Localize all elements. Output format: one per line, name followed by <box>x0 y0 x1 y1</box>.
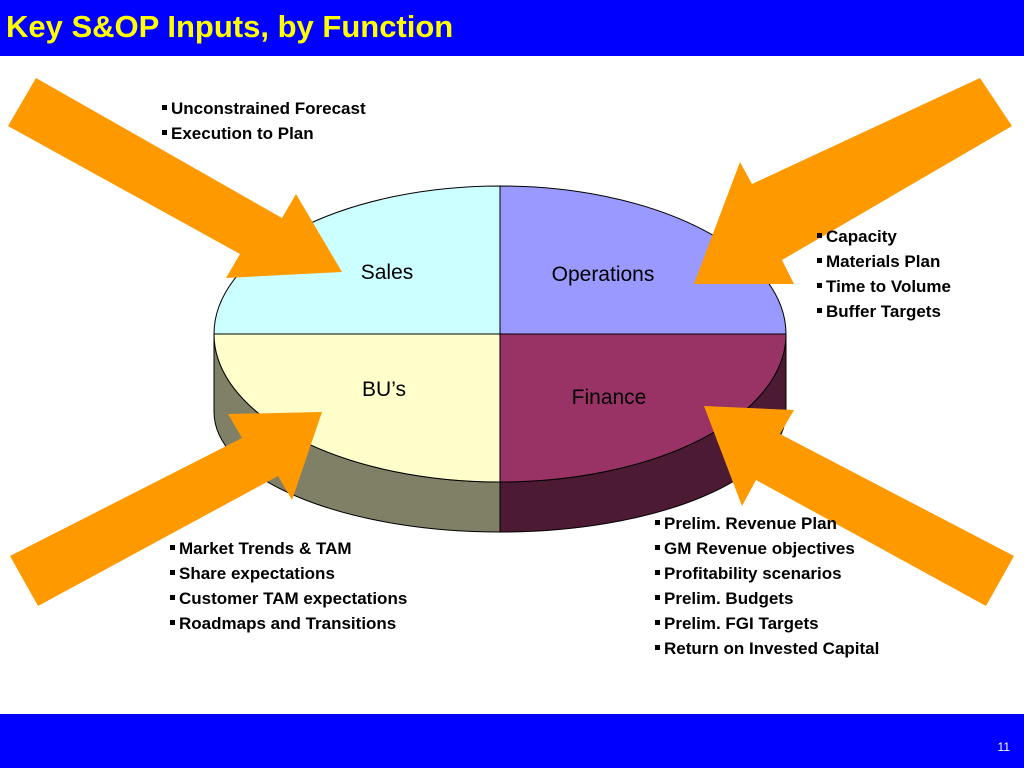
sales-inputs-list: Unconstrained Forecast Execution to Plan <box>162 96 366 146</box>
list-item: Prelim. Budgets <box>655 586 879 611</box>
bus-inputs-list: Market Trends & TAM Share expectations C… <box>170 536 407 636</box>
bullet-text: Prelim. Budgets <box>664 589 794 608</box>
bullet-icon <box>170 570 175 576</box>
list-item: Return on Invested Capital <box>655 636 879 661</box>
bullet-text: Buffer Targets <box>826 302 941 321</box>
bullet-text: Materials Plan <box>826 252 941 271</box>
list-item: Time to Volume <box>817 274 951 299</box>
bullet-icon <box>655 620 660 626</box>
list-item: Prelim. Revenue Plan <box>655 511 879 536</box>
list-item: Customer TAM expectations <box>170 586 407 611</box>
list-item: Market Trends & TAM <box>170 536 407 561</box>
sales-input-arrow <box>8 78 342 278</box>
bullet-icon <box>817 283 822 289</box>
bullet-text: Customer TAM expectations <box>179 589 408 608</box>
bullet-icon <box>817 308 822 314</box>
bullet-icon <box>655 645 660 651</box>
bullet-text: Roadmaps and Transitions <box>179 614 397 633</box>
title-bar: Key S&OP Inputs, by Function <box>0 0 1024 56</box>
bullet-icon <box>170 595 175 601</box>
bullet-icon <box>655 545 660 551</box>
bullet-text: Share expectations <box>179 564 335 583</box>
operations-input-arrow <box>694 78 1012 284</box>
bullet-icon <box>162 105 167 111</box>
slide-title: Key S&OP Inputs, by Function <box>6 9 454 44</box>
bullet-icon <box>162 130 167 136</box>
operations-quadrant <box>499 185 787 335</box>
list-item: Buffer Targets <box>817 299 951 324</box>
bus-label: BU’s <box>362 378 406 401</box>
finance-input-arrow <box>704 406 1014 606</box>
bullet-text: Execution to Plan <box>171 124 314 143</box>
list-item: Profitability scenarios <box>655 561 879 586</box>
bullet-icon <box>817 258 822 264</box>
list-item: Prelim. FGI Targets <box>655 611 879 636</box>
finance-inputs-list: Prelim. Revenue Plan GM Revenue objectiv… <box>655 511 879 661</box>
bullet-icon <box>655 520 660 526</box>
list-item: Execution to Plan <box>162 121 366 146</box>
bullet-icon <box>655 570 660 576</box>
bullet-text: Prelim. FGI Targets <box>664 614 819 633</box>
operations-label: Operations <box>552 263 655 286</box>
bullet-text: Time to Volume <box>826 277 952 296</box>
finance-quadrant <box>499 333 787 483</box>
list-item: Roadmaps and Transitions <box>170 611 407 636</box>
bullet-text: Prelim. Revenue Plan <box>664 514 837 533</box>
footer-bar: 11 <box>0 714 1024 768</box>
list-item: GM Revenue objectives <box>655 536 879 561</box>
bullet-icon <box>170 620 175 626</box>
bullet-text: Capacity <box>826 227 897 246</box>
bullet-text: Market Trends & TAM <box>179 539 352 558</box>
list-item: Capacity <box>817 224 951 249</box>
bullet-text: Profitability scenarios <box>664 564 842 583</box>
bullet-text: Return on Invested Capital <box>664 639 880 658</box>
sales-label: Sales <box>361 261 414 284</box>
bullet-text: GM Revenue objectives <box>664 539 855 558</box>
page-number: 11 <box>997 740 1010 754</box>
bullet-icon <box>817 233 822 239</box>
list-item: Materials Plan <box>817 249 951 274</box>
bullet-icon <box>170 545 175 551</box>
bus-input-arrow <box>10 412 322 606</box>
list-item: Share expectations <box>170 561 407 586</box>
bullet-icon <box>655 595 660 601</box>
operations-inputs-list: Capacity Materials Plan Time to Volume B… <box>817 224 951 324</box>
bullet-text: Unconstrained Forecast <box>171 99 366 118</box>
finance-label: Finance <box>572 386 647 409</box>
list-item: Unconstrained Forecast <box>162 96 366 121</box>
